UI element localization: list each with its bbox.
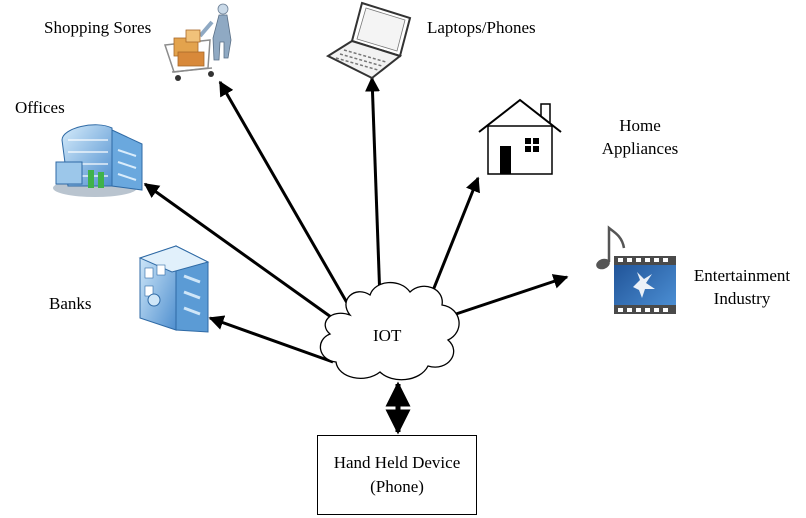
label-shopping: Shopping Sores (44, 18, 152, 37)
laptop-icon (325, 1, 412, 80)
bank-building-icon (138, 245, 210, 333)
house-icon (478, 98, 562, 175)
label-offices: Offices (15, 98, 65, 117)
device-label-line1: Hand Held Device (333, 453, 461, 472)
arrow-to-home (428, 176, 480, 299)
device-label-line2: (Phone) (370, 477, 424, 496)
connection-arrows (143, 76, 569, 364)
film-strip-icon (596, 225, 676, 314)
hand-held-device-box: Hand Held Device (Phone) (317, 435, 477, 515)
label-entertainment: Entertainment Industry (684, 264, 800, 310)
iot-cloud (319, 281, 460, 381)
shopping-cart-icon (163, 3, 232, 81)
arrow-to-shopping (218, 80, 352, 309)
label-entertainment-line2: Industry (713, 289, 771, 308)
arrow-to-entertainment (449, 274, 569, 318)
label-iot: IOT (373, 326, 402, 345)
label-home-line2: Appliances (601, 139, 679, 158)
arrow-to-laptops (364, 76, 382, 301)
arrow-to-offices (143, 182, 339, 324)
arrow-to-banks (208, 315, 334, 364)
office-building-icon (53, 124, 143, 197)
label-entertainment-line1: Entertainment (693, 266, 791, 285)
label-laptops: Laptops/Phones (427, 18, 536, 37)
label-banks: Banks (49, 294, 92, 313)
label-home-line1: Home (619, 116, 661, 135)
label-home: Home Appliances (586, 114, 694, 160)
